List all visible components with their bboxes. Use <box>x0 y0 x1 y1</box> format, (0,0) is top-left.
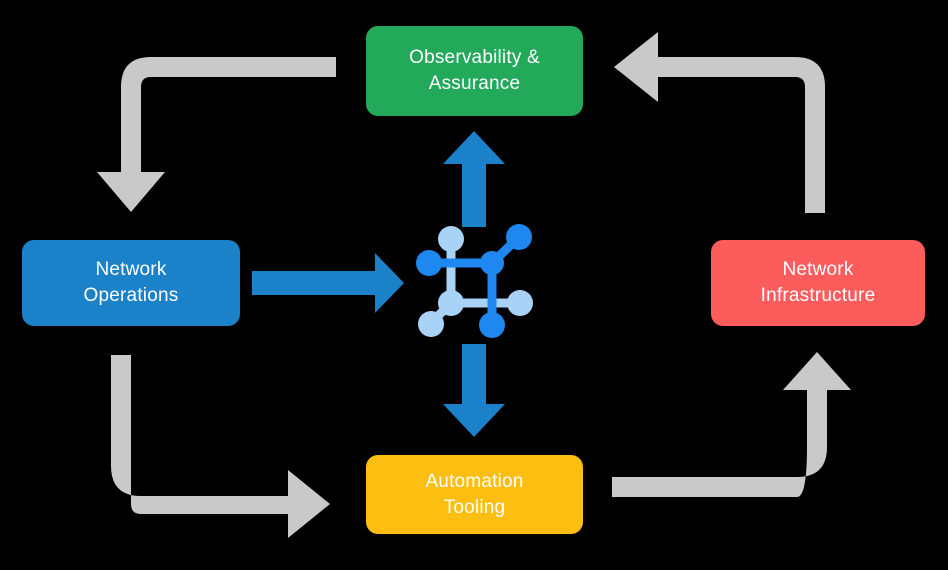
node-hub-light <box>438 290 464 316</box>
node-box-network-infrastructure[interactable]: Network Infrastructure <box>711 240 925 326</box>
node-label-operations: Network Operations <box>83 259 179 306</box>
node-label-automation: Automation Tooling <box>425 470 524 518</box>
connector-operations-to-automation <box>111 355 330 538</box>
connector-observability-to-operations <box>97 57 336 212</box>
node-box-network-operations[interactable]: Network Operations <box>22 240 240 326</box>
node-bottom-left-light <box>418 311 444 337</box>
node-box-observability-assurance[interactable]: Observability & Assurance <box>366 26 583 116</box>
connector-center-to-observability <box>443 131 505 227</box>
node-label-observability: Observability & Assurance <box>409 47 540 94</box>
network-icon-links-secondary <box>424 235 523 327</box>
node-right-light <box>507 290 533 316</box>
node-left-dark <box>416 250 442 276</box>
network-icon-links-primary <box>424 232 524 330</box>
connector-operations-to-center <box>252 253 404 313</box>
node-hub-dark <box>480 251 504 275</box>
node-top-light <box>438 226 464 252</box>
connector-automation-to-infrastructure <box>612 352 851 497</box>
node-bottom-dark <box>479 312 505 338</box>
node-box-automation-tooling[interactable]: Automation Tooling <box>366 455 583 534</box>
connector-infrastructure-to-observability <box>614 32 825 213</box>
node-label-infrastructure: Network Infrastructure <box>760 259 876 306</box>
node-top-right-dark <box>506 224 532 250</box>
network-icon-nodes <box>416 224 533 338</box>
connector-center-to-automation <box>443 344 505 437</box>
